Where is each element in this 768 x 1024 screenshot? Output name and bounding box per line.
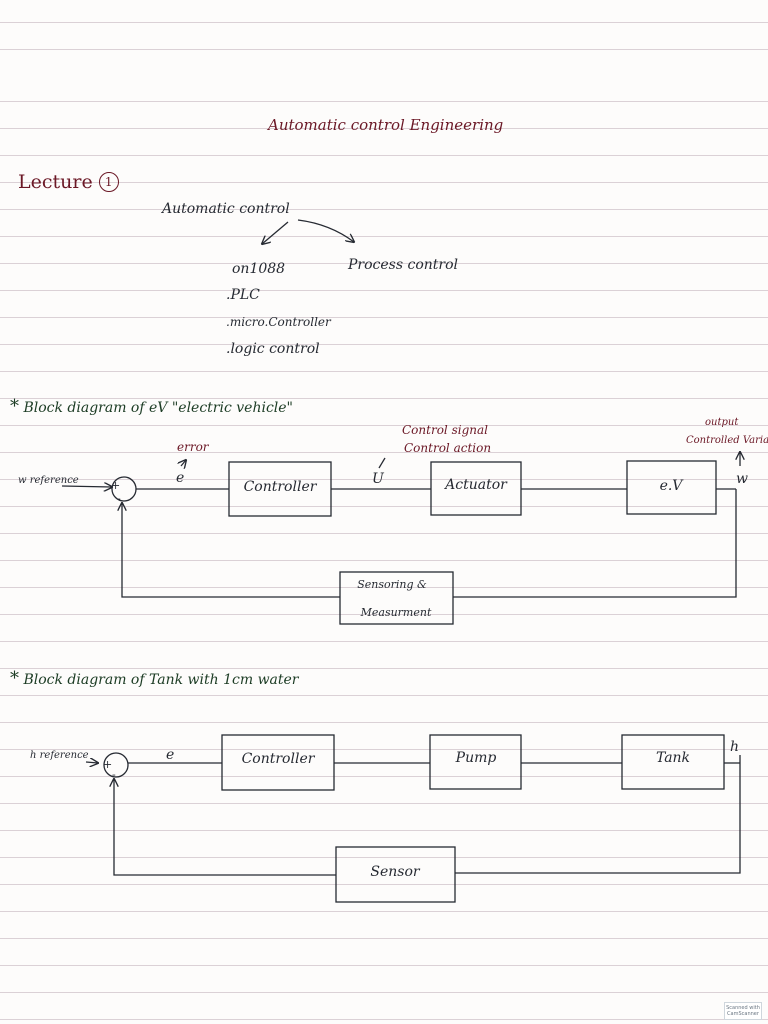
d1-feedback-right [453, 489, 737, 598]
d2-sensor-label: Sensor [370, 864, 421, 880]
d2-plus-sign: + [103, 758, 112, 771]
d2-pump-label: Pump [455, 750, 497, 766]
d1-signal-tick [378, 457, 386, 469]
d2-feedback-left [114, 779, 336, 876]
d1-output-caption-2: Controlled Variable [686, 435, 768, 446]
d1-error-tick [181, 460, 186, 466]
tree-right: Process control [348, 257, 458, 273]
lecture-number-circle: 1 [98, 172, 119, 192]
d1-error-caption: error [177, 440, 209, 454]
d1-minus-sign: - [117, 492, 121, 505]
d1-controller-label: Controller [244, 479, 318, 495]
d1-sensor-block [339, 571, 454, 625]
d1-error-symbol: e [176, 470, 185, 486]
lecture-label: Lecture [18, 171, 93, 193]
d1-signal-caption-1: Control signal [402, 423, 488, 437]
tree-bullet-plc: .PLC [226, 287, 260, 303]
d1-plus-sign: + [111, 479, 120, 492]
tree-arrow-right [297, 219, 354, 242]
bullet-star-icon: * [10, 396, 19, 417]
d2-controller-label: Controller [242, 751, 316, 767]
d1-feedback-left [122, 503, 340, 598]
d1-sensor-label-1: Sensoring & [357, 578, 427, 591]
d2-pump-block [429, 734, 522, 790]
d1-reference-arrow [61, 486, 112, 487]
d1-signal-caption-2: Control action [404, 441, 492, 455]
d1-output-symbol: w [736, 471, 748, 487]
page-title: Automatic control Engineering [268, 116, 504, 134]
d2-tank-block [621, 734, 725, 790]
d1-output-caption-1: output [705, 417, 739, 428]
tree-left: on1088 [232, 261, 286, 277]
d2-minus-sign: - [112, 768, 116, 781]
d2-summing-junction [103, 752, 129, 778]
tree-bullet-logic: .logic control [226, 341, 320, 357]
d2-feedback-right [455, 755, 741, 874]
d1-signal-symbol: U [372, 471, 384, 487]
d1-actuator-label: Actuator [443, 477, 508, 493]
d1-plant-label: e.V [660, 478, 685, 494]
d2-error-symbol: e [166, 747, 175, 763]
tree-root: Automatic control [162, 201, 290, 217]
scanner-badge: Scanned with CamScanner [724, 1002, 762, 1020]
tree-bullet-microcontroller: .micro.Controller [226, 315, 331, 329]
diagram2-heading-text: Block diagram of Tank with 1cm water [23, 672, 299, 688]
bullet-star-icon: * [10, 668, 19, 689]
diagram2-heading: * Block diagram of Tank with 1cm water [10, 670, 299, 688]
tree-arrow-left [262, 221, 289, 244]
diagram1-heading: * Block diagram of eV "electric vehicle" [10, 398, 293, 416]
d2-reference: h reference [30, 750, 89, 761]
d2-output-symbol: h [730, 739, 740, 755]
lecture-heading: Lecture 1 [18, 172, 119, 192]
d2-reference-arrow [85, 762, 98, 763]
d1-plant-block [626, 460, 717, 515]
diagram1-heading-text: Block diagram of eV "electric vehicle" [23, 400, 293, 416]
d1-reference: w reference [18, 475, 79, 486]
d2-tank-label: Tank [656, 750, 690, 766]
d1-sensor-label-2: Measurment [360, 606, 432, 619]
